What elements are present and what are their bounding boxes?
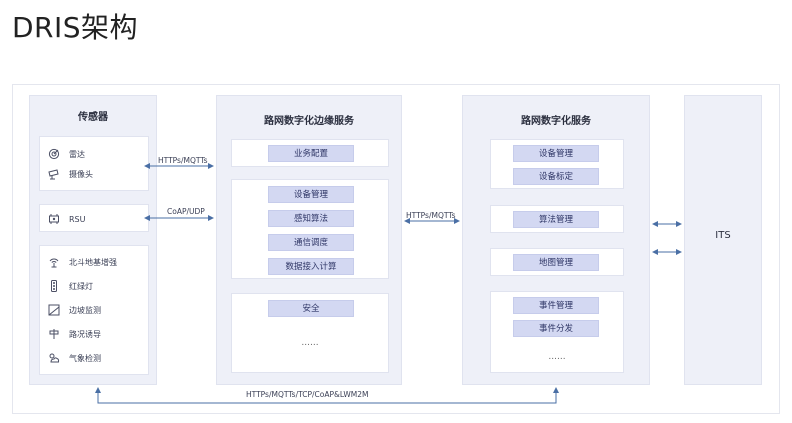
sensor-label: 雷达 — [69, 149, 85, 159]
protocol-label-bottom: HTTPs/MQTTs/TCP/CoAP&LWM2M — [246, 390, 369, 399]
sensor-item-road-guide: 路况诱导 — [48, 328, 101, 340]
sensor-item-radar: 雷达 — [48, 148, 85, 160]
sensor-group-rsu: RSU — [39, 204, 149, 232]
radar-icon — [48, 148, 60, 160]
traffic-light-icon — [51, 280, 57, 292]
edge-core-item: 数据接入计算 — [268, 258, 354, 275]
edge-service-title: 路网数字化边缘服务 — [264, 116, 354, 127]
digital-device-box: 设备管理 设备标定 — [490, 139, 624, 189]
edge-security-box: 安全 ...... — [231, 293, 389, 373]
sensor-label: 北斗地基增强 — [69, 257, 117, 267]
edge-config-box: 业务配置 — [231, 139, 389, 167]
arrow-bottom-loop — [95, 387, 559, 404]
digital-event-item: 事件管理 — [513, 297, 599, 314]
slope-monitor-icon — [48, 304, 60, 316]
digital-device-item: 设备标定 — [513, 168, 599, 185]
edge-core-box: 设备管理 感知算法 通信调度 数据接入计算 — [231, 179, 389, 279]
camera-icon — [48, 169, 59, 180]
page-title: DRIS架构 — [12, 11, 139, 44]
protocol-label-sensor-edge-2: CoAP/UDP — [167, 207, 205, 216]
digital-map-box: 地图管理 — [490, 248, 624, 276]
sensor-label: 摄像头 — [69, 169, 93, 179]
digital-more-ellipsis: ...... — [548, 352, 566, 362]
its-panel: ITS — [684, 95, 762, 385]
sensor-item-beidou: 北斗地基增强 — [48, 256, 117, 268]
weather-icon — [49, 353, 60, 363]
sensors-panel: 传感器 雷达 摄像头 RSU 北斗地基增强 红绿灯 边坡监测 — [29, 95, 157, 385]
sensor-item-camera: 摄像头 — [48, 168, 93, 180]
sensor-item-weather: 气象检测 — [48, 352, 101, 364]
digital-device-item: 设备管理 — [513, 145, 599, 162]
sensors-title: 传感器 — [78, 112, 108, 123]
edge-service-panel: 路网数字化边缘服务 业务配置 设备管理 感知算法 通信调度 数据接入计算 安全 … — [216, 95, 402, 385]
digital-algo-box: 算法管理 — [490, 205, 624, 233]
digital-map-item: 地图管理 — [513, 254, 599, 271]
digital-algo-item: 算法管理 — [513, 211, 599, 228]
sensor-item-rsu: RSU — [48, 213, 86, 225]
sensor-item-slope: 边坡监测 — [48, 304, 101, 316]
rsu-icon — [49, 214, 59, 224]
digital-event-box: 事件管理 事件分发 ...... — [490, 291, 624, 373]
sensor-item-traffic-light: 红绿灯 — [48, 280, 93, 292]
sensor-label: 边坡监测 — [69, 305, 101, 315]
sensor-group-others: 北斗地基增强 红绿灯 边坡监测 路况诱导 气象检测 — [39, 245, 149, 375]
sensor-label: RSU — [69, 214, 86, 224]
sensor-label: 红绿灯 — [69, 281, 93, 291]
road-guide-icon — [49, 329, 59, 339]
edge-core-item: 设备管理 — [268, 186, 354, 203]
sensor-label: 气象检测 — [69, 353, 101, 363]
edge-config-item: 业务配置 — [268, 145, 354, 162]
protocol-label-edge-digital: HTTPs/MQTTs — [406, 211, 456, 220]
its-label: ITS — [715, 230, 731, 241]
edge-security-item: 安全 — [268, 300, 354, 317]
edge-core-item: 感知算法 — [268, 210, 354, 227]
beidou-icon — [49, 258, 59, 268]
protocol-label-sensor-edge-1: HTTPs/MQTTs — [158, 156, 208, 165]
digital-event-item: 事件分发 — [513, 320, 599, 337]
edge-core-item: 通信调度 — [268, 234, 354, 251]
sensor-group-radar-camera: 雷达 摄像头 — [39, 136, 149, 191]
sensor-label: 路况诱导 — [69, 329, 101, 339]
digital-service-panel: 路网数字化服务 设备管理 设备标定 算法管理 地图管理 事件管理 事件分发 ..… — [462, 95, 650, 385]
edge-more-ellipsis: ...... — [301, 338, 319, 348]
digital-service-title: 路网数字化服务 — [521, 116, 591, 127]
